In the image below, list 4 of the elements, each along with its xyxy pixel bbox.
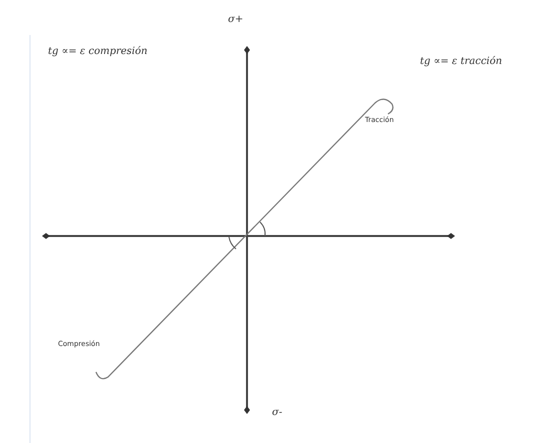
formula-text: tg ∝= ε compresión bbox=[48, 46, 148, 57]
formula-text: tg ∝= ε tracción bbox=[420, 56, 502, 67]
axis-label: σ+ bbox=[228, 14, 244, 25]
axis-label: σ- bbox=[272, 407, 282, 418]
